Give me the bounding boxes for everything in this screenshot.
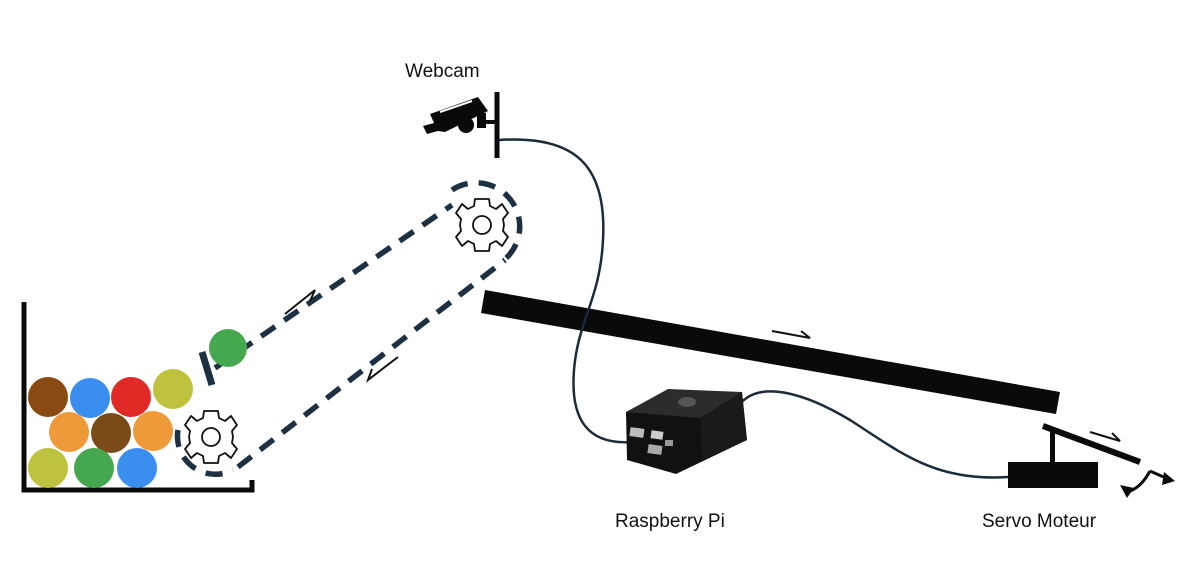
- belt-down-arrow-icon: [365, 356, 399, 383]
- ball: [91, 413, 131, 453]
- ball: [117, 448, 157, 488]
- webcam-icon: [423, 92, 500, 158]
- ball: [70, 378, 110, 418]
- ball: [111, 377, 151, 417]
- webcam-label: Webcam: [405, 61, 480, 82]
- servo-gate: [1041, 423, 1142, 465]
- conveyor-belt-bottom-wrap: [174, 429, 235, 477]
- ball: [133, 411, 173, 451]
- servo-motor-icon: [1008, 423, 1175, 498]
- webcam-cable: [498, 138, 633, 444]
- ball-pile: [28, 369, 193, 488]
- raspberry-pi-icon: [626, 389, 747, 474]
- ball: [28, 377, 68, 417]
- carried-ball: [209, 329, 247, 367]
- servo-motor-label: Servo Moteur: [982, 511, 1097, 532]
- conveyor-belt: [174, 180, 523, 477]
- ball: [28, 448, 68, 488]
- belt-paddle: [198, 350, 216, 387]
- conveyor-belt-top-wrap: [450, 180, 523, 266]
- ball: [49, 412, 89, 452]
- top-gear-icon: [455, 198, 509, 252]
- conveyor-belt-upper: [213, 202, 454, 371]
- servo-cable: [739, 390, 1009, 479]
- sorting-ramp: [481, 290, 1060, 414]
- ball: [74, 448, 114, 488]
- raspberry-pi-label: Raspberry Pi: [615, 511, 725, 532]
- servo-direction-arrow-icon: [1089, 431, 1121, 442]
- ramp-arrow-icon: [771, 330, 811, 339]
- ball: [153, 369, 193, 409]
- bottom-gear-icon: [184, 410, 238, 464]
- ball-bin: [21, 302, 255, 493]
- belt-up-arrow-icon: [284, 289, 316, 315]
- conveyor-belt-lower: [236, 257, 507, 470]
